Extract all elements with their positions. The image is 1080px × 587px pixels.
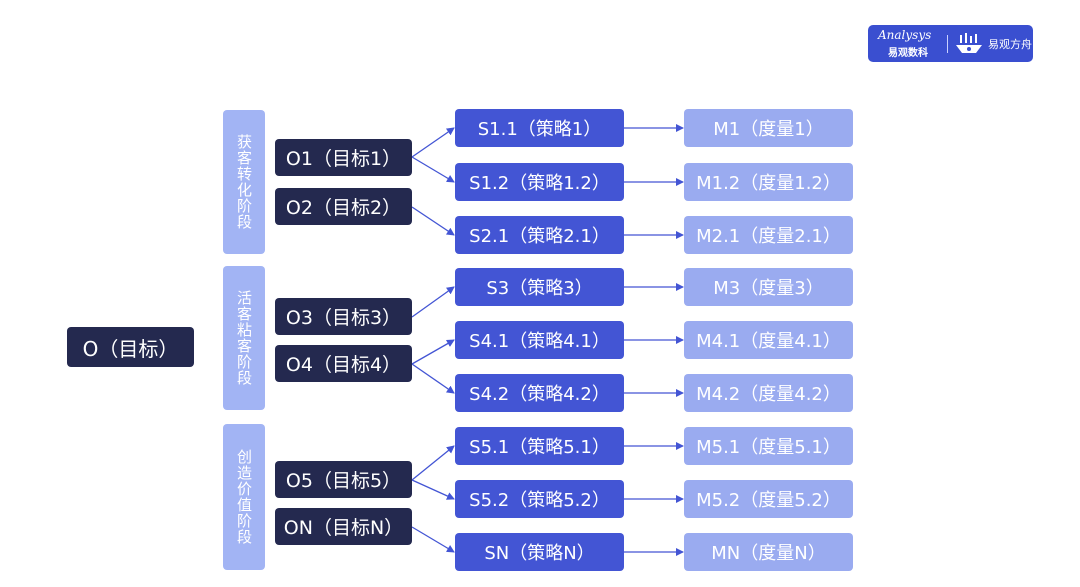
metric-node-m2-1: M2.1（度量2.1）: [684, 216, 853, 254]
strategy-node-s3: S3（策略3）: [455, 268, 624, 306]
objective-node-o2: O2（目标2）: [275, 188, 412, 225]
strategy-node-s5-2: S5.2（策略5.2）: [455, 480, 624, 518]
strategy-node-s1-2: S1.2（策略1.2）: [455, 163, 624, 201]
strategy-node-s5-1: S5.1（策略5.1）: [455, 427, 624, 465]
strategy-node-s4-1: S4.1（策略4.1）: [455, 321, 624, 359]
arrow-o5-s5-2: [411, 479, 455, 500]
objective-node-o5: O5（目标5）: [275, 461, 412, 498]
arrow-o4-s4-2: [411, 363, 455, 394]
logo-separator: [947, 35, 948, 53]
metric-node-m4-1: M4.1（度量4.1）: [684, 321, 853, 359]
stage-value-creation: 创造价值阶段: [223, 424, 265, 570]
arrow-o5-s5-1: [411, 445, 455, 481]
ark-boat-icon: [956, 33, 982, 53]
arrow-o4-s4-1: [411, 339, 455, 365]
arrow-o1-s1-2: [411, 156, 455, 183]
strategy-node-s1-1: S1.1（策略1）: [455, 109, 624, 147]
metric-node-m1-2: M1.2（度量1.2）: [684, 163, 853, 201]
metric-node-m3: M3（度量3）: [684, 268, 853, 306]
metric-node-m4-2: M4.2（度量4.2）: [684, 374, 853, 412]
objective-node-on: ON（目标N）: [275, 508, 412, 545]
metric-node-m5-2: M5.2（度量5.2）: [684, 480, 853, 518]
objective-node-o1: O1（目标1）: [275, 139, 412, 176]
logo-cn-brand-text: 易观数科: [888, 48, 928, 59]
brand-logo: Analysys 易观数科 易观方舟: [868, 25, 1033, 62]
logo-brand-text: Analysys: [878, 28, 932, 42]
root-objective-node: O（目标）: [67, 327, 194, 367]
stage-acquisition: 获客转化阶段: [223, 110, 265, 254]
strategy-node-sn: SN（策略N）: [455, 533, 624, 571]
arrow-o3-s3: [411, 286, 455, 318]
metric-node-m5-1: M5.1（度量5.1）: [684, 427, 853, 465]
stage-retention: 活客粘客阶段: [223, 266, 265, 410]
strategy-node-s2-1: S2.1（策略2.1）: [455, 216, 624, 254]
metric-node-mn: MN（度量N）: [684, 533, 853, 571]
strategy-node-s4-2: S4.2（策略4.2）: [455, 374, 624, 412]
metric-node-m1: M1（度量1）: [684, 109, 853, 147]
objective-node-o3: O3（目标3）: [275, 298, 412, 335]
arrow-o2-s2-1: [411, 206, 455, 236]
arrow-o1-s1-1: [411, 127, 455, 158]
arrow-on-sn: [411, 526, 455, 553]
objective-node-o4: O4（目标4）: [275, 345, 412, 382]
logo-product-text: 易观方舟: [988, 38, 1032, 51]
